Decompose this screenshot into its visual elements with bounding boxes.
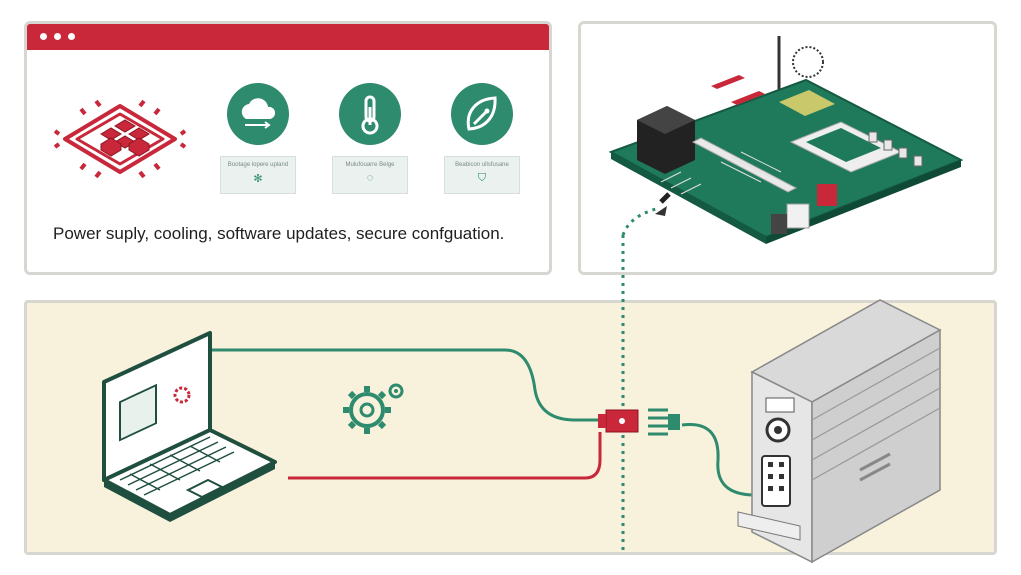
processor-chip-icon: [53, 99, 187, 179]
usb-adapter-icon: [598, 408, 680, 436]
caption-card: Mulufouarre Belge ◌: [332, 156, 408, 194]
shield-icon: ⛉: [477, 172, 487, 184]
caption-text: Beabicon ullsfusane: [455, 162, 509, 168]
laptop-icon: [102, 331, 277, 522]
leaf-key-icon[interactable]: [451, 83, 513, 145]
circle-icon: ◌: [366, 172, 374, 184]
caption-text: Bootage lopere upland: [227, 162, 289, 168]
snowflake-icon: ✻: [253, 173, 263, 185]
window-dot[interactable]: [68, 33, 75, 40]
caption-card: Beabicon ullsfusane ⛉: [444, 156, 520, 194]
gear-icon: [343, 383, 404, 434]
circuit-board-illustration: [608, 36, 964, 244]
thermometer-icon[interactable]: [339, 83, 401, 145]
summary-text: Power suply, cooling, software updates, …: [53, 224, 505, 243]
caption-text: Mulufouarre Belge: [345, 162, 395, 168]
cloud-update-icon[interactable]: [227, 83, 289, 145]
window-titlebar: [27, 24, 549, 50]
caption-card: Bootage lopere upland ✻: [220, 156, 296, 194]
circuit-board-panel: [578, 21, 997, 275]
server-tower-icon: [737, 299, 942, 564]
window-dot[interactable]: [54, 33, 61, 40]
settings-window: Bootage lopere upland ✻ Mulufouarre Belg…: [24, 21, 552, 275]
window-dot[interactable]: [40, 33, 47, 40]
